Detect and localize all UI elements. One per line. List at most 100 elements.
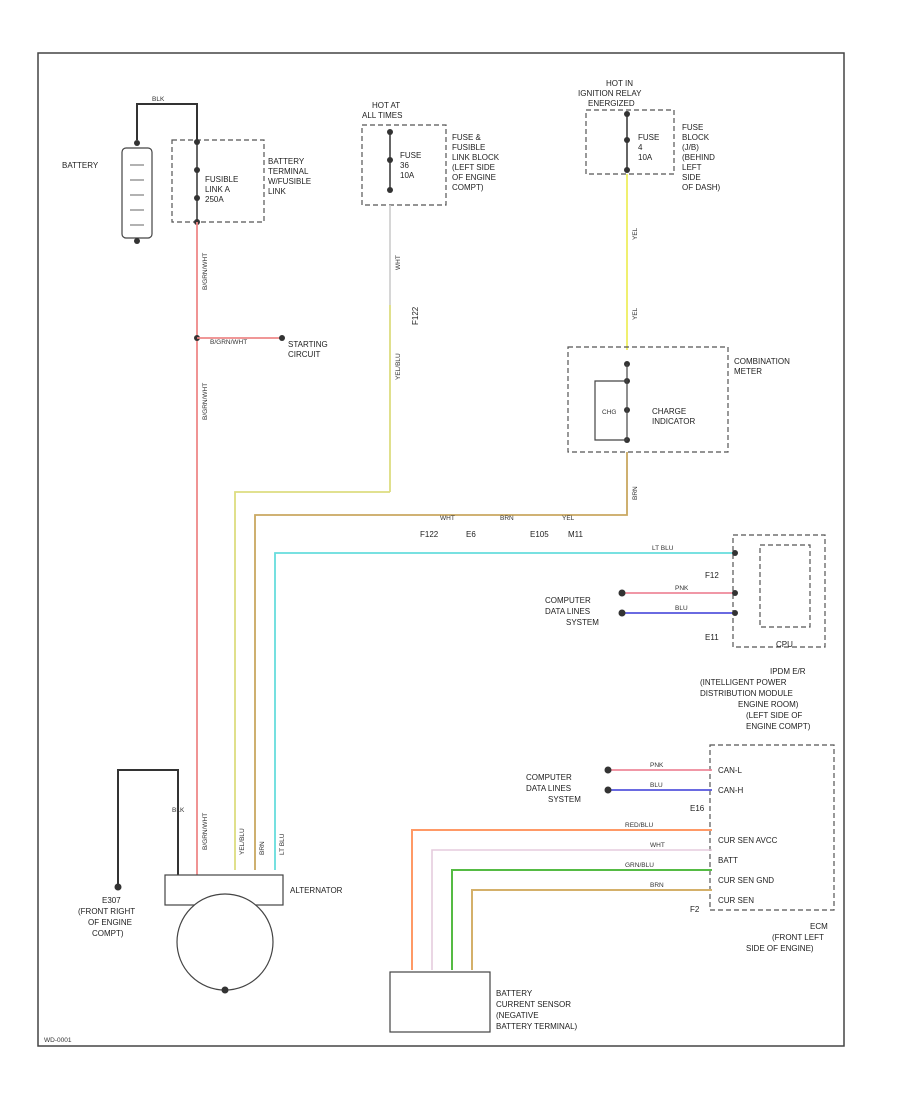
- ground-point: [114, 883, 122, 891]
- charge-indicator-lamp: [594, 380, 627, 441]
- ipdm-label-1: IPDM E/R: [770, 667, 806, 676]
- battery-terminal-label-3: W/FUSIBLE: [268, 177, 311, 186]
- connector-f122: F122: [420, 530, 439, 539]
- orange-sensor-wire: [411, 829, 712, 970]
- fuse-block-label-2: FUSIBLE: [452, 143, 485, 152]
- wire-label-alt-yel: YEL/BLU: [239, 828, 246, 855]
- sensor-label-3: (NEGATIVE: [496, 1011, 539, 1020]
- ipdm-connector-box: [732, 534, 826, 648]
- alternator-ground-wire: [117, 769, 179, 885]
- computer-data-2-line-2: DATA LINES: [526, 784, 571, 793]
- ecm-pin-can-h: CAN-H: [718, 786, 744, 795]
- alternator-label: ALTERNATOR: [290, 886, 343, 895]
- hot-at-all-times-2: ALL TIMES: [362, 111, 402, 120]
- wire-label-red-3: B/GRN/WHT: [202, 813, 209, 850]
- fuse-dash-box: [585, 109, 675, 175]
- sensor-label-1: BATTERY: [496, 989, 533, 998]
- fuse-block-label-4: (LEFT SIDE: [452, 163, 495, 172]
- wire-label-red-2: B/GRN/WHT: [202, 383, 209, 420]
- wire-label-white: WHT: [650, 842, 665, 849]
- wire-label-brn-h2: BRN: [500, 515, 514, 522]
- fuse-block-label-5: OF ENGINE: [452, 173, 496, 182]
- ipdm-label-4: ENGINE ROOM): [738, 700, 799, 709]
- computer-data-1-line-3: SYSTEM: [566, 618, 599, 627]
- cpu-box: [759, 544, 811, 628]
- ecm-pin-f2: F2: [690, 905, 700, 914]
- fuse-block-dash-2: BLOCK: [682, 133, 710, 142]
- fuse-block-dash-5: LEFT: [682, 163, 702, 172]
- computer-data-2-line-3: SYSTEM: [548, 795, 581, 804]
- combination-meter-label-2: METER: [734, 367, 762, 376]
- fuse-block-label-6: COMPT): [452, 183, 484, 192]
- fuse-dash-label-3: 10A: [638, 153, 653, 162]
- ipdm-label-6: ENGINE COMPT): [746, 722, 811, 731]
- wire-label-brn-top: BRN: [632, 486, 639, 500]
- fuse-block-dash-4: (BEHIND: [682, 153, 715, 162]
- wire-label-orange: RED/BLU: [625, 822, 653, 829]
- yellow-to-alternator: [234, 491, 390, 870]
- connector-f12: F12: [705, 571, 719, 580]
- connector-e11: E11: [705, 633, 719, 642]
- ipdm-label-3: DISTRIBUTION MODULE: [700, 689, 793, 698]
- wire-label-brn-h3: YEL: [562, 515, 575, 522]
- wire-label-tan: BRN: [650, 882, 664, 889]
- battery-positive-wire: [136, 103, 198, 140]
- fusible-link-label-2: LINK A: [205, 185, 231, 194]
- fuse-10a-label-1: FUSE: [400, 151, 421, 160]
- cpu-label: CPU: [776, 640, 793, 649]
- ecm-label-3: SIDE OF ENGINE): [746, 944, 814, 953]
- tan-sensor-wire: [471, 889, 712, 970]
- wire-label-yel-mid: YEL: [632, 307, 639, 320]
- brown-charge-wire: [254, 452, 628, 870]
- wire-label-pink-2: PNK: [650, 762, 664, 769]
- computer-data-1-line-2: DATA LINES: [545, 607, 590, 616]
- ecm-pin-cur-sen: CUR SEN: [718, 896, 754, 905]
- battery-terminal-label-2: TERMINAL: [268, 167, 309, 176]
- wire-label-pink-1: PNK: [675, 585, 689, 592]
- charge-indicator-label-1: CHARGE: [652, 407, 686, 416]
- wire-label-blue-2: BLU: [650, 782, 663, 789]
- sensor-label-4: BATTERY TERMINAL): [496, 1022, 578, 1031]
- wire-label-brn-h1: WHT: [440, 515, 455, 522]
- battery-terminal-label-4: LINK: [268, 187, 286, 196]
- fuse-block-label-1: FUSE &: [452, 133, 482, 142]
- fuse-block-dash-6: SIDE: [682, 173, 701, 182]
- hot-at-all-times-1: HOT AT: [372, 101, 400, 110]
- wire-label-red-branch: B/GRN/WHT: [210, 339, 247, 346]
- battery-terminal-box: [171, 139, 265, 223]
- ground-label-3: OF ENGINE: [88, 918, 132, 927]
- ground-label-4: COMPT): [92, 929, 124, 938]
- ipdm-label-5: (LEFT SIDE OF: [746, 711, 802, 720]
- ecm-pin-cur-sen-avcc: CUR SEN AVCC: [718, 836, 778, 845]
- combination-meter-box: [567, 346, 729, 453]
- battery-symbol: [121, 140, 153, 244]
- fuse-block-dash-1: FUSE: [682, 123, 703, 132]
- battery-terminal-label-1: BATTERY: [268, 157, 305, 166]
- starting-circuit-label-2: CIRCUIT: [288, 350, 321, 359]
- wire-label-cyan-h: LT BLU: [652, 545, 674, 552]
- connector-e6: E6: [466, 530, 476, 539]
- battery-label: BATTERY: [62, 161, 99, 170]
- fuse-block-dash-7: OF DASH): [682, 183, 721, 192]
- sensor-label-2: CURRENT SENSOR: [496, 1000, 571, 1009]
- connector-m11: M11: [568, 530, 584, 539]
- alternator-symbol: [176, 893, 274, 991]
- ground-label-2: (FRONT RIGHT: [78, 907, 135, 916]
- white-sensor-wire: [431, 849, 712, 970]
- green-sensor-wire: [451, 869, 712, 970]
- fuse-block-dash-3: (J/B): [682, 143, 699, 152]
- light-blue-wire: [274, 552, 735, 870]
- wire-label-green: GRN/BLU: [625, 862, 654, 869]
- charge-lamp-symbol: CHG: [602, 409, 616, 416]
- fuse-10a-box: [361, 124, 447, 206]
- diagram-frame: [37, 52, 845, 1047]
- fuse-10a-label-3: 10A: [400, 171, 415, 180]
- fuse-dash-label-2: 4: [638, 143, 643, 152]
- computer-data-1-line-1: COMPUTER: [545, 596, 591, 605]
- hot-ignition-3: ENERGIZED: [588, 99, 635, 108]
- computer-data-2-line-1: COMPUTER: [526, 773, 572, 782]
- connector-f122-vert: F122: [411, 306, 420, 325]
- charge-indicator-label-2: INDICATOR: [652, 417, 695, 426]
- footer-id: WD-0001: [44, 1037, 72, 1044]
- fuse-10a-label-2: 36: [400, 161, 409, 170]
